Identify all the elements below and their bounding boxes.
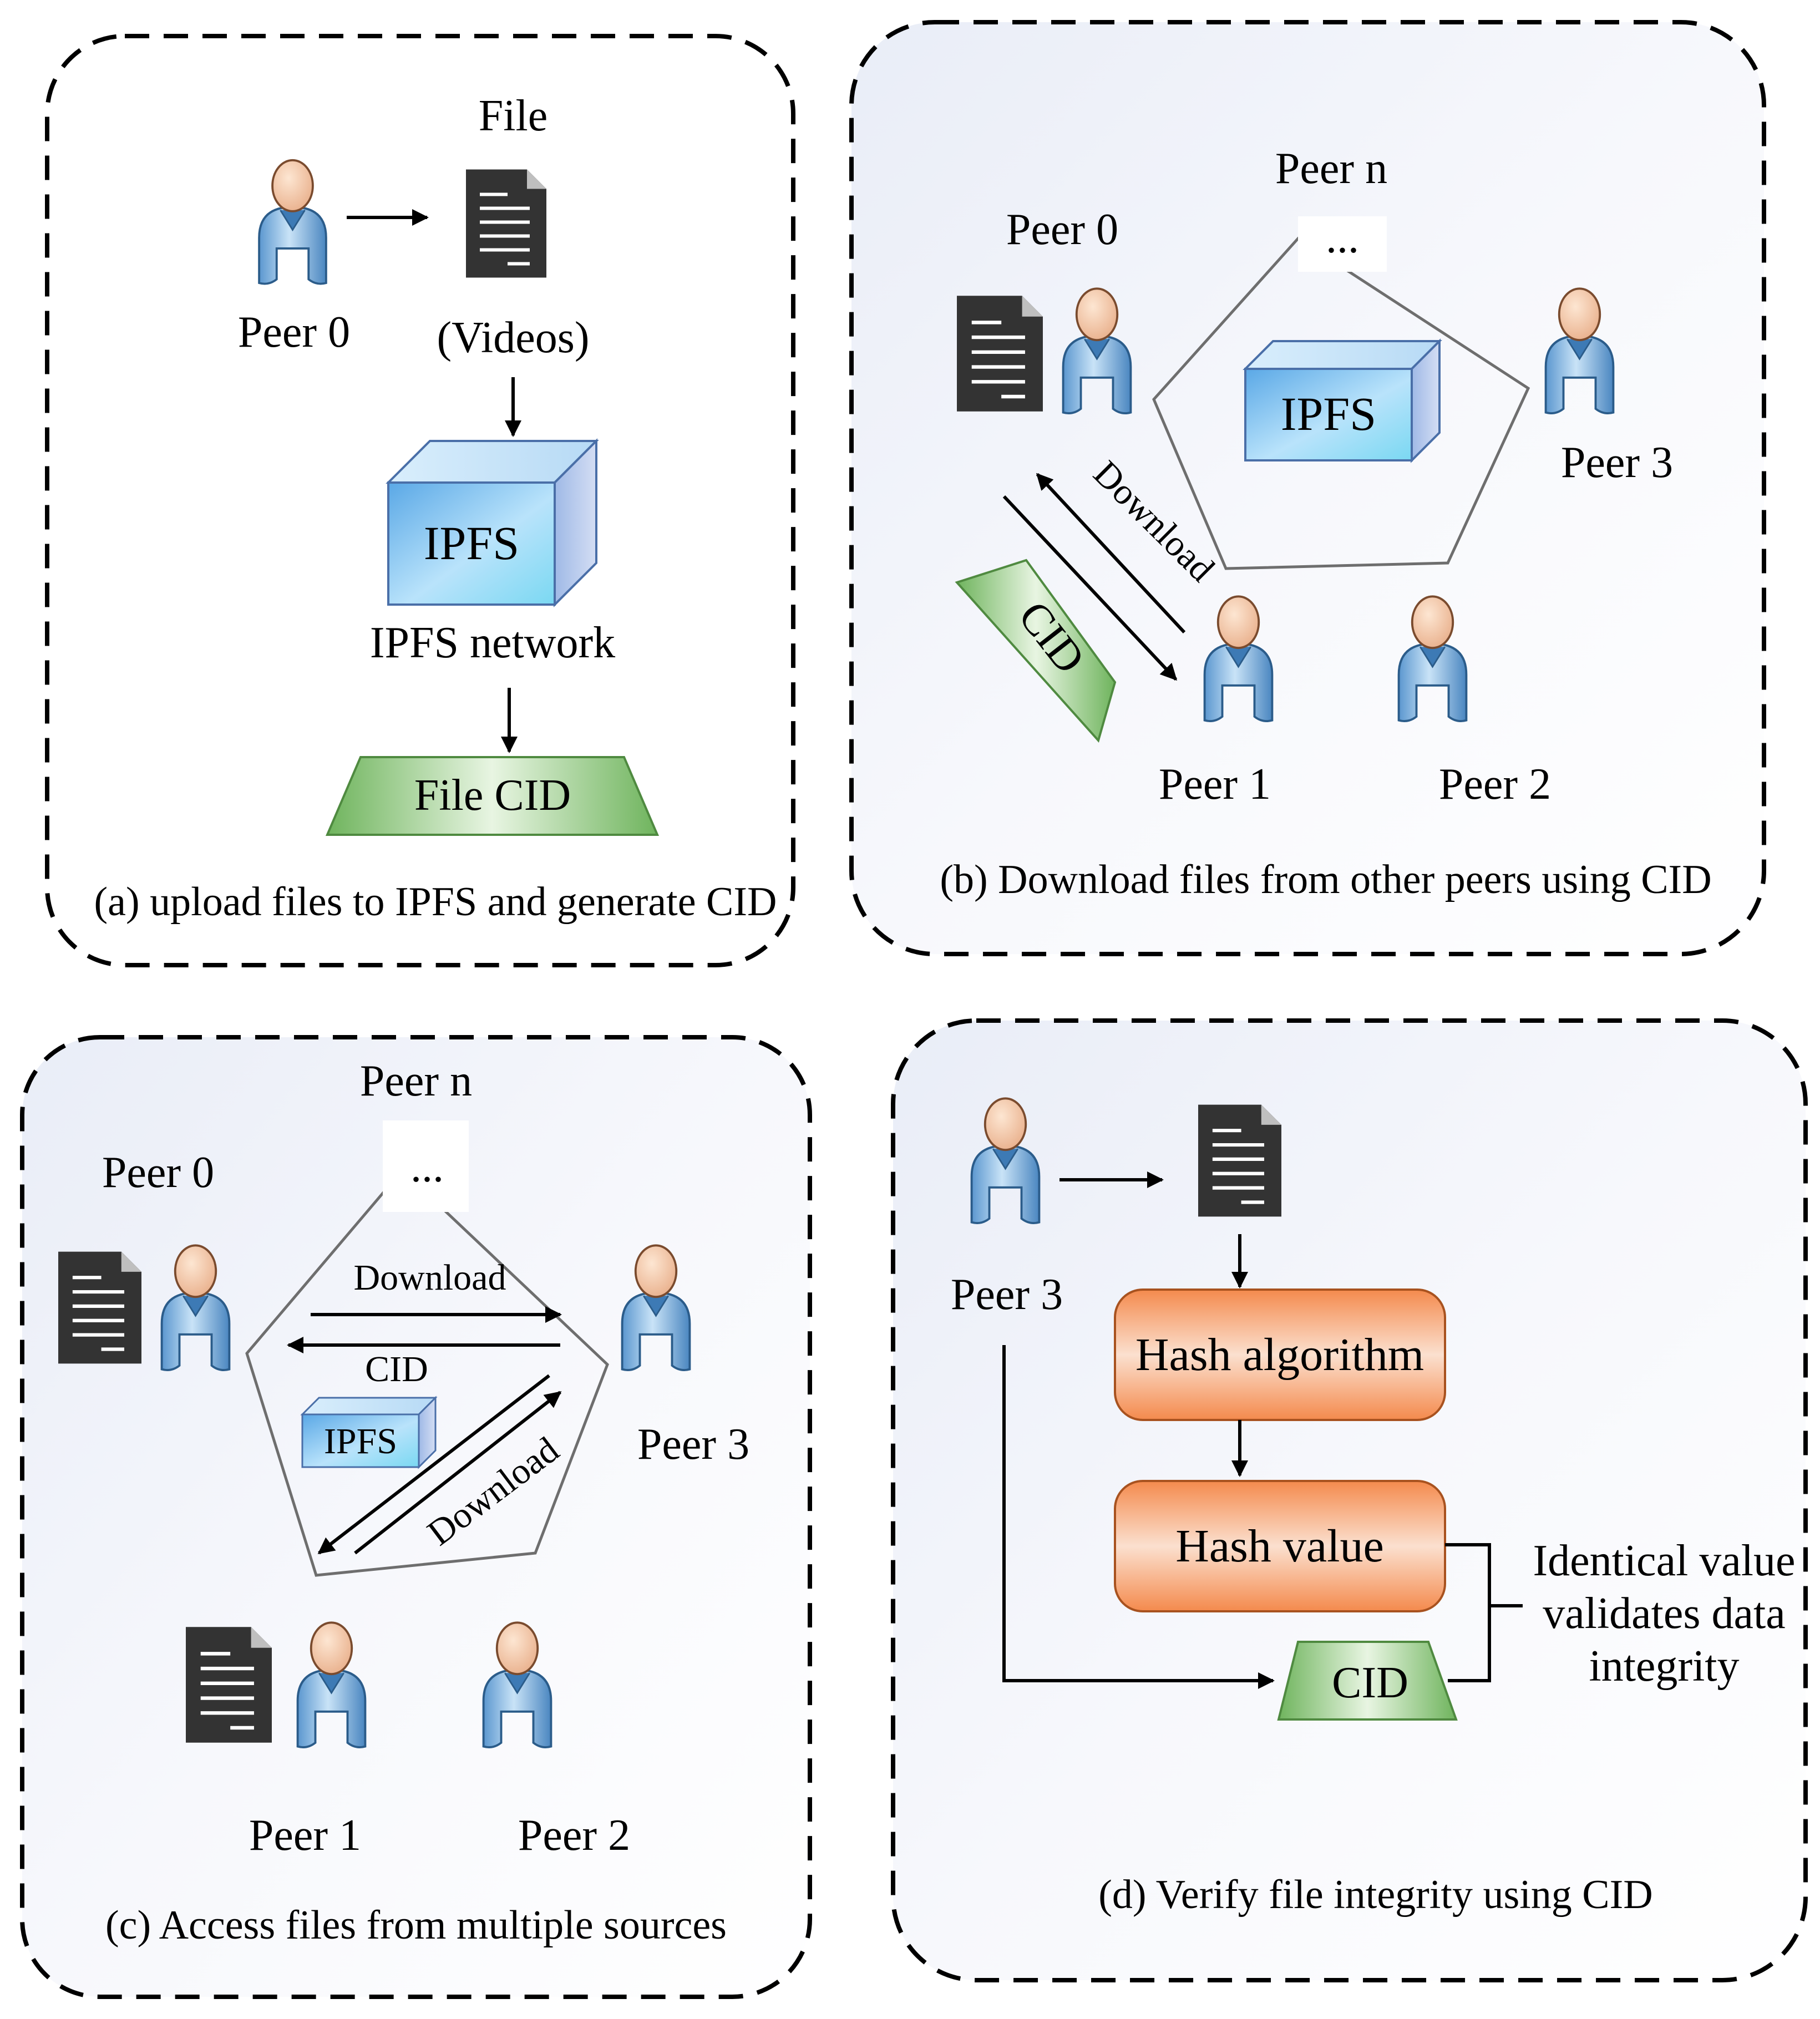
ipfs-label-c: IPFS xyxy=(324,1421,397,1462)
peer-0-label-b: Peer 0 xyxy=(1006,205,1118,254)
caption-d: (d) Verify file integrity using CID xyxy=(1098,1872,1653,1917)
ipfs-label-b: IPFS xyxy=(1281,387,1376,440)
peer-ring-c xyxy=(245,1168,609,1577)
peer-3-label-c: Peer 3 xyxy=(637,1420,749,1469)
peer-n-ellipsis-b: ... xyxy=(1326,214,1359,262)
cid-arrow-b xyxy=(1002,495,1178,681)
peer-3-label-d: Peer 3 xyxy=(951,1270,1063,1319)
download-arrow-b xyxy=(1036,473,1186,634)
peer-0-doc-icon-b xyxy=(957,296,1043,411)
peer-n-box-b xyxy=(1298,216,1387,272)
cid-label-d: CID xyxy=(1332,1658,1408,1707)
peer-n-ellipsis-c: ... xyxy=(410,1143,444,1191)
ipfs-cube-b: IPFS xyxy=(1243,338,1442,463)
note-line-2: validates data xyxy=(1543,1589,1786,1638)
download-top-label-c: Download xyxy=(354,1257,506,1298)
caption-a: (a) upload files to IPFS and generate CI… xyxy=(94,879,777,925)
note-line-1: Identical value xyxy=(1533,1536,1795,1585)
peer-0-label-c: Peer 0 xyxy=(102,1148,214,1197)
panel-a: Peer 0 File (Videos) IPFS IPFS network F… xyxy=(45,34,795,967)
file-doc-icon-d xyxy=(1198,1105,1281,1217)
peer-1-label-b: Peer 1 xyxy=(1159,760,1271,809)
hash-algorithm-box: Hash algorithm xyxy=(1114,1288,1446,1421)
peer-n-label-c: Peer n xyxy=(360,1057,472,1105)
peer-1-label-c: Peer 1 xyxy=(249,1811,361,1860)
ipfs-network-label: IPFS network xyxy=(370,618,615,667)
hash-algorithm-label: Hash algorithm xyxy=(1135,1329,1424,1381)
peer-n-box-c xyxy=(383,1120,469,1212)
caption-b: (b) Download files from other peers usin… xyxy=(940,857,1711,902)
file-label: File xyxy=(479,92,547,140)
panel-b: Peer n ... IPFS Peer 0 Peer 3 Peer 1 Pee… xyxy=(849,20,1766,956)
ipfs-cube-c: IPFS xyxy=(300,1396,438,1469)
file-cid-label: File CID xyxy=(414,771,571,820)
file-sublabel: (Videos) xyxy=(437,313,589,362)
peer-ring-b xyxy=(1152,236,1530,570)
hash-value-label: Hash value xyxy=(1175,1520,1384,1572)
diag-arrow-down-c xyxy=(317,1374,550,1555)
peer-2-label-c: Peer 2 xyxy=(518,1811,630,1860)
hash-value-box: Hash value xyxy=(1114,1480,1446,1612)
ipfs-label: IPFS xyxy=(424,516,519,570)
diag-arrow-up-c xyxy=(354,1391,562,1555)
cid-shape-d: CID xyxy=(1277,1641,1458,1721)
bracket-compare-d xyxy=(1445,1543,1491,1682)
peer-0-label: Peer 0 xyxy=(238,308,350,357)
peer-3-label-b: Peer 3 xyxy=(1561,438,1673,487)
panel-d: Peer 3 Hash algorithm Hash value CID Ide… xyxy=(891,1018,1808,1982)
arrow-peer-to-cid-d xyxy=(1002,1345,1275,1689)
file-cid-shape: File CID xyxy=(325,756,660,836)
cid-label-c: CID xyxy=(365,1349,428,1389)
file-doc-icon xyxy=(466,170,546,278)
note-line-3: integrity xyxy=(1589,1642,1739,1691)
peer-2-label-b: Peer 2 xyxy=(1439,760,1551,809)
ipfs-cube: IPFS xyxy=(386,438,599,607)
peer-1-doc-icon-c xyxy=(186,1627,272,1742)
peer-n-label-b: Peer n xyxy=(1275,144,1387,193)
peer-0-doc-icon-c xyxy=(58,1252,141,1364)
panel-c: Peer n ... Peer 0 Peer 3 Peer 1 Peer 2 D… xyxy=(20,1035,812,1999)
caption-c: (c) Access files from multiple sources xyxy=(105,1903,727,1948)
panel-c-border xyxy=(20,1035,812,1999)
